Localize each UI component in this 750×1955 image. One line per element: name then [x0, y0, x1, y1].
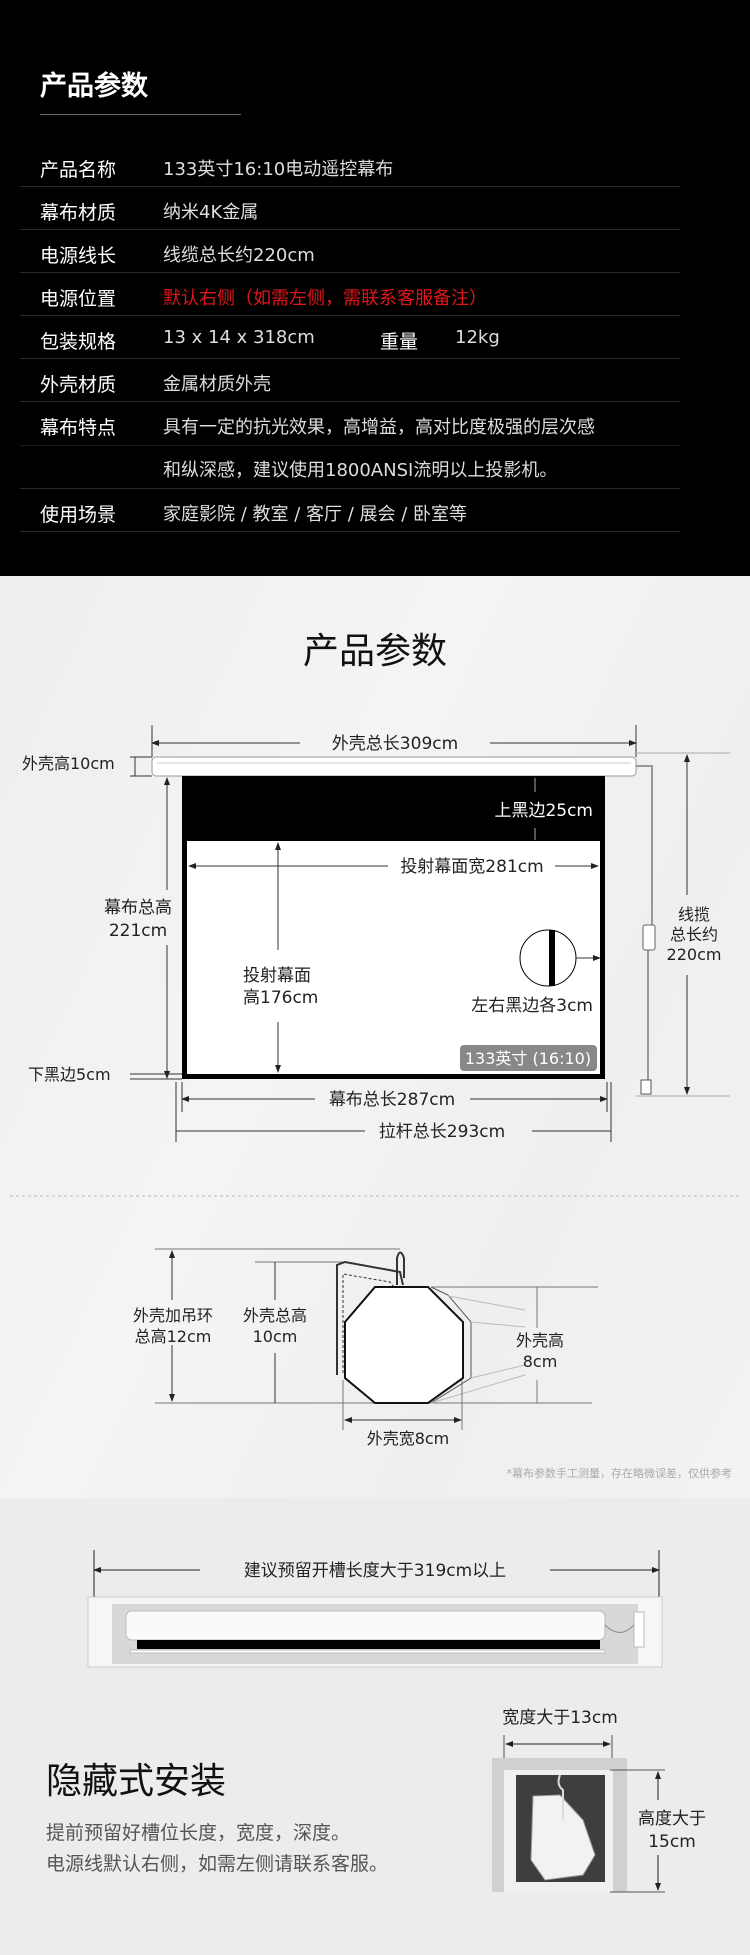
proj-height-value: 高176cm [243, 988, 318, 1008]
hook-height-label: 外壳加吊环 [133, 1306, 213, 1325]
spec-value: 13 x 14 x 318cm [163, 327, 315, 348]
slot-width-label: 宽度大于13cm [502, 1708, 618, 1728]
spec-row: 幕布特点 具有一定的抗光效果，高增益，高对比度极强的层次感和纵深感，建议使用180… [20, 402, 680, 489]
remote-control [642, 924, 656, 951]
spec-value: 金属材质外壳 [163, 374, 271, 395]
cross-section-labels: 外壳加吊环 总高12cm 外壳总高 10cm 外壳高 8cm 外壳宽8cm *幕… [133, 1306, 732, 1480]
housing-bar [151, 756, 637, 777]
install-desc-2: 电源线默认右侧，如需左侧请联系客服。 [46, 1853, 388, 1875]
spec-label: 产品名称 [40, 159, 117, 181]
screen-length-label: 幕布总长287cm [329, 1090, 455, 1110]
spec-value: 家庭影院 / 教室 / 客厅 / 展会 / 卧室等 [163, 504, 468, 525]
spec-value-highlight: 默认右侧（如需左侧，需联系客服备注） [163, 288, 487, 309]
bottom-border-label: 下黑边5cm [28, 1065, 111, 1084]
spec-row: 外壳材质 金属材质外壳 [20, 359, 680, 402]
front-view-labels: 外壳总长309cm 外壳高10cm 上黑边25cm 投射幕面宽281cm 幕布总… [22, 734, 721, 1142]
diagram-title: 产品参数 [303, 631, 447, 672]
proj-height-label: 投射幕面 [243, 966, 311, 986]
spec-label: 电源线长 [40, 245, 117, 267]
front-view-diagram [130, 725, 730, 1142]
install-labels: 建议预留开槽长度大于319cm以上 宽度大于13cm 高度大于 15cm 隐藏式… [46, 1561, 706, 1875]
power-plug [640, 1079, 652, 1095]
spec-row: 电源线长 线缆总长约220cm [20, 230, 680, 273]
housing-total-height-label: 外壳总高 [243, 1306, 307, 1325]
install-diagram [87, 1550, 665, 1893]
shell-height-label: 外壳高 [516, 1331, 564, 1350]
slot-housing [125, 1610, 606, 1641]
spec-title: 产品参数 [40, 71, 148, 102]
proj-width-label: 投射幕面宽281cm [400, 857, 543, 877]
measurement-note: *幕布参数手工测量，存在略微误差，仅供参考 [507, 1466, 733, 1480]
spec-value: 具有一定的抗光效果，高增益，高对比度极强的层次感 [163, 417, 595, 438]
rod-length-label: 拉杆总长293cm [379, 1122, 505, 1142]
spec-label: 幕布特点 [40, 417, 117, 439]
housing-height-label: 外壳高10cm [22, 754, 115, 773]
top-border-label: 上黑边25cm [494, 801, 593, 821]
shell-height-value: 8cm [523, 1352, 558, 1371]
size-badge [460, 1045, 597, 1071]
spec-row: 电源位置 默认右侧（如需左侧，需联系客服备注） [20, 273, 680, 316]
title-underline [40, 114, 241, 115]
housing-length-label: 外壳总长309cm [332, 734, 458, 754]
weight-label: 重量 [380, 331, 419, 353]
side-border-label: 左右黑边各3cm [471, 996, 593, 1016]
spec-value-line2: 和纵深感，建议使用1800ANSI流明以上投影机。 [163, 460, 558, 481]
spec-value: 纳米4K金属 [163, 202, 259, 223]
spec-row: 产品名称 133英寸16:10电动遥控幕布 [20, 144, 680, 187]
slot-height-value: 15cm [648, 1832, 696, 1852]
spec-label: 电源位置 [40, 288, 117, 310]
spec-row: 包装规格 13 x 14 x 318cm 重量 12kg [20, 316, 680, 359]
total-height-label: 幕布总高 [104, 898, 172, 918]
spec-label: 使用场景 [40, 504, 117, 526]
install-title: 隐藏式安装 [46, 1761, 226, 1802]
spec-label: 包装规格 [40, 331, 117, 353]
housing-total-height-value: 10cm [253, 1327, 298, 1346]
spec-row: 使用场景 家庭影院 / 教室 / 客厅 / 展会 / 卧室等 [20, 489, 680, 532]
spec-label: 外壳材质 [40, 374, 117, 396]
spec-value: 线缆总长约220cm [163, 245, 315, 266]
install-desc-1: 提前预留好槽位长度，宽度，深度。 [46, 1822, 350, 1844]
total-height-value: 221cm [109, 921, 167, 941]
housing-octagon [344, 1286, 464, 1404]
spec-value: 133英寸16:10电动遥控幕布 [163, 159, 394, 180]
slot-height-label: 高度大于 [638, 1809, 706, 1829]
weight-value: 12kg [455, 327, 500, 348]
cross-section-diagram [155, 1248, 598, 1430]
shell-width-label: 外壳宽8cm [367, 1429, 450, 1448]
size-badge-text: 133英寸 (16:10) [465, 1049, 591, 1068]
spec-row: 幕布材质 纳米4K金属 [20, 187, 680, 230]
slot-length-label: 建议预留开槽长度大于319cm以上 [244, 1561, 506, 1581]
spec-panel: 产品参数 产品名称 133英寸16:10电动遥控幕布 幕布材质 纳米4K金属 电源线… [0, 0, 750, 576]
cable-label-2: 总长约 [670, 925, 718, 944]
spec-label: 幕布材质 [40, 202, 117, 224]
cable-label-3: 220cm [667, 945, 722, 964]
hook-height-value: 总高12cm [135, 1327, 212, 1346]
cable-label-1: 线揽 [678, 905, 710, 924]
